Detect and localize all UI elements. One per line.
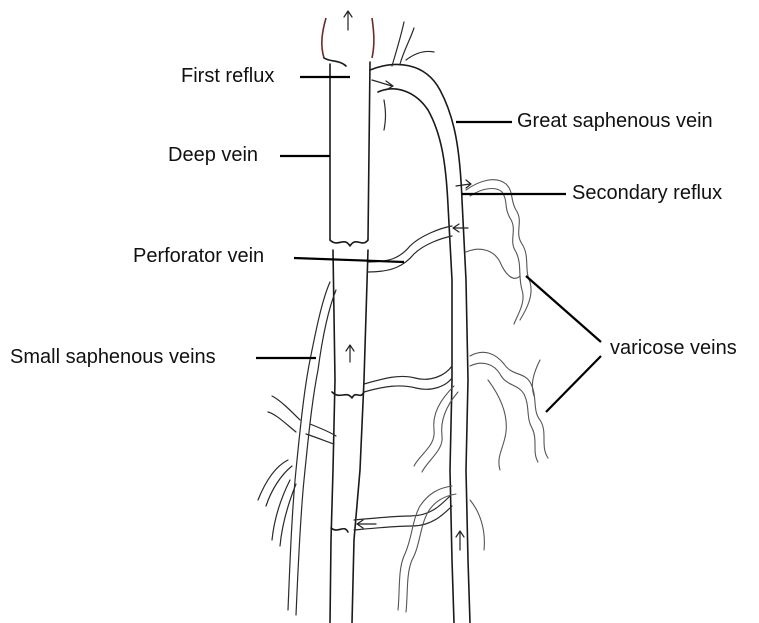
label-great-saphenous-vein: Great saphenous vein	[517, 111, 713, 131]
perforator-veins-drawing	[354, 226, 452, 530]
leader-varicose-veins-upper	[526, 276, 601, 342]
deep-vein-drawing	[322, 11, 374, 623]
label-varicose-veins: varicose veins	[610, 338, 737, 358]
varicose-veins-drawing	[398, 180, 548, 612]
small-saphenous-veins-drawing	[258, 282, 336, 615]
label-deep-vein: Deep vein	[168, 145, 258, 165]
label-first-reflux: First reflux	[181, 66, 274, 86]
label-secondary-reflux: Secondary reflux	[572, 183, 722, 203]
leader-varicose-veins-lower	[546, 356, 601, 412]
label-small-saphenous-veins: Small saphenous veins	[10, 347, 216, 367]
label-perforator-vein: Perforator vein	[133, 246, 264, 266]
